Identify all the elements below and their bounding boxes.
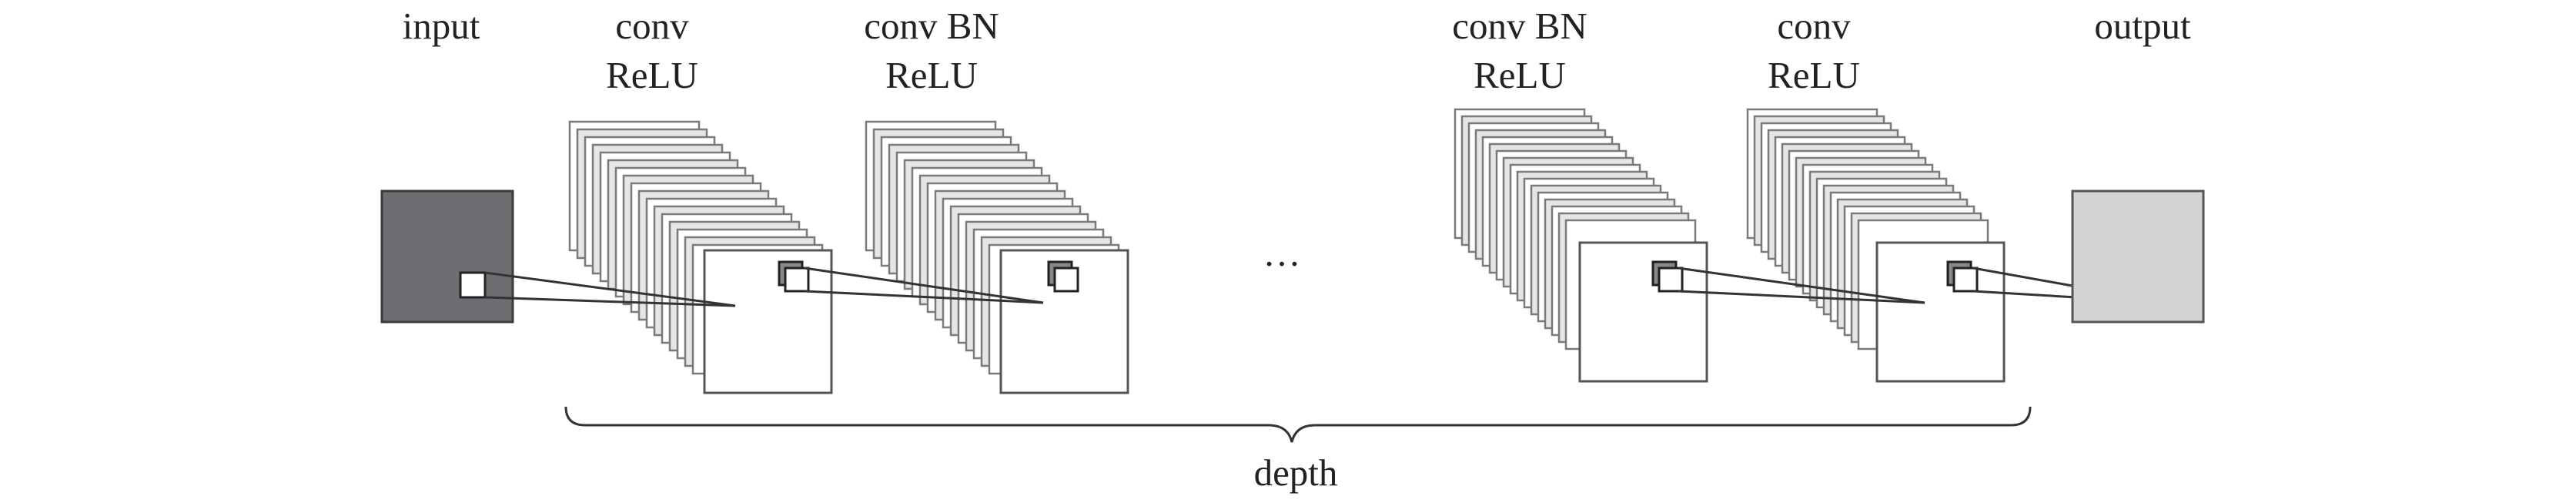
- kernel-cube-front: [784, 267, 810, 293]
- block1-label-line2: ReLU: [606, 54, 698, 96]
- block3-feature-stack: [1454, 108, 1708, 383]
- output-image: [2071, 189, 2205, 324]
- projection-line: [1678, 290, 1925, 304]
- block4-label-line1: conv: [1777, 5, 1851, 47]
- block3-label-line1: conv BN: [1452, 5, 1587, 47]
- block4-feature-stack: [1746, 108, 2006, 383]
- projection-line: [804, 290, 1044, 304]
- input-label: input: [403, 5, 480, 47]
- block1-label-line1: conv: [615, 5, 689, 47]
- block4-label-line2: ReLU: [1768, 54, 1860, 96]
- front-feature-map: [1875, 241, 2006, 383]
- block3-label-line2: ReLU: [1474, 54, 1566, 96]
- block2-label-line1: conv BN: [864, 5, 999, 47]
- block1-feature-stack: [568, 120, 833, 394]
- projection-line: [484, 296, 736, 307]
- front-feature-map: [703, 249, 833, 394]
- block2-feature-stack: [865, 120, 1129, 394]
- input-image: [380, 189, 514, 324]
- kernel-cube-front: [1658, 267, 1684, 293]
- depth-label: depth: [1254, 451, 1338, 494]
- kernel-cube-front: [1053, 267, 1079, 293]
- block2-label-line2: ReLU: [885, 54, 978, 96]
- depth-brace: [564, 406, 2032, 443]
- kernel-cube-front: [1952, 267, 1979, 293]
- projection-line: [804, 267, 1044, 304]
- input-receptive-field: [459, 271, 487, 299]
- ellipsis-label: …: [1263, 232, 1301, 274]
- projection-line: [484, 271, 736, 307]
- projection-lines: [484, 267, 2168, 307]
- projection-line: [1678, 267, 1925, 304]
- front-feature-map: [1578, 241, 1708, 383]
- output-label: output: [2094, 5, 2191, 47]
